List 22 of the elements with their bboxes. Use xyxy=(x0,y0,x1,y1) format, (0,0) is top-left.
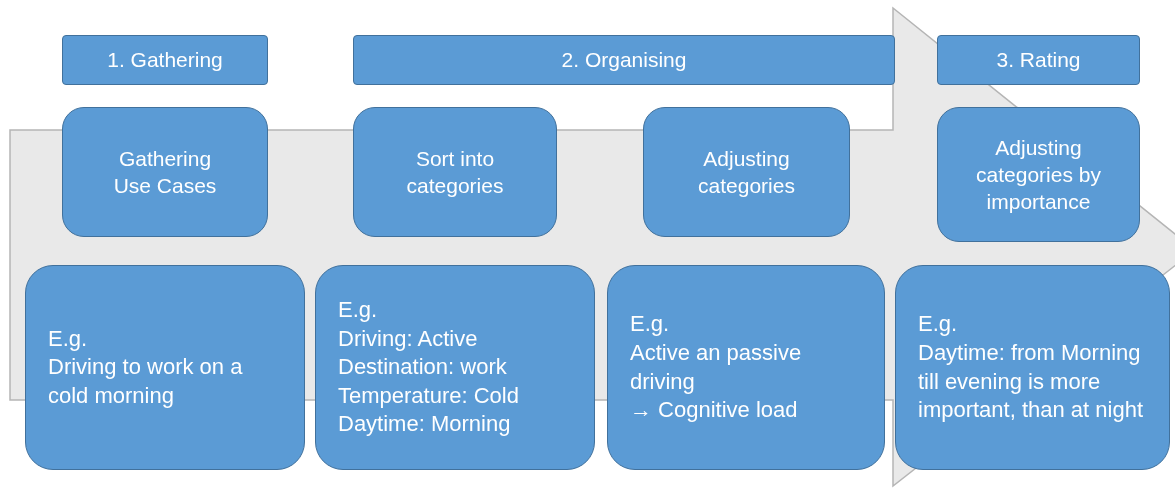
node-text: Active an passive driving xyxy=(630,338,803,396)
node-text: Sort into categories xyxy=(405,145,505,199)
node-text: Daytime: Morning xyxy=(338,410,511,439)
node-text: Destination: work xyxy=(338,353,507,382)
node-text: Daytime: from Morning till evening is more important, than at night xyxy=(918,338,1145,425)
node-text: → Cognitive load xyxy=(630,396,798,425)
phase-header xyxy=(353,35,895,85)
phase-header xyxy=(62,35,268,85)
node-text: 2. Organising xyxy=(561,47,687,74)
node-text: Gathering Use Cases xyxy=(112,145,218,199)
phase-header xyxy=(937,35,1140,85)
node-text: Adjusting categories by importance xyxy=(975,134,1102,216)
node-text: E.g. xyxy=(338,296,378,324)
node-text: Adjusting categories xyxy=(697,145,796,199)
node-text: Temperature: Cold xyxy=(338,381,519,410)
node-text: E.g. xyxy=(48,324,88,353)
node-text: 1. Gathering xyxy=(107,47,223,74)
node-text: E.g. xyxy=(630,310,670,339)
node-text: 3. Rating xyxy=(996,47,1081,74)
node-text: Driving: Active xyxy=(338,324,478,353)
node-text: Driving to work on a cold morning xyxy=(48,353,244,410)
node-text: E.g. xyxy=(918,310,958,339)
